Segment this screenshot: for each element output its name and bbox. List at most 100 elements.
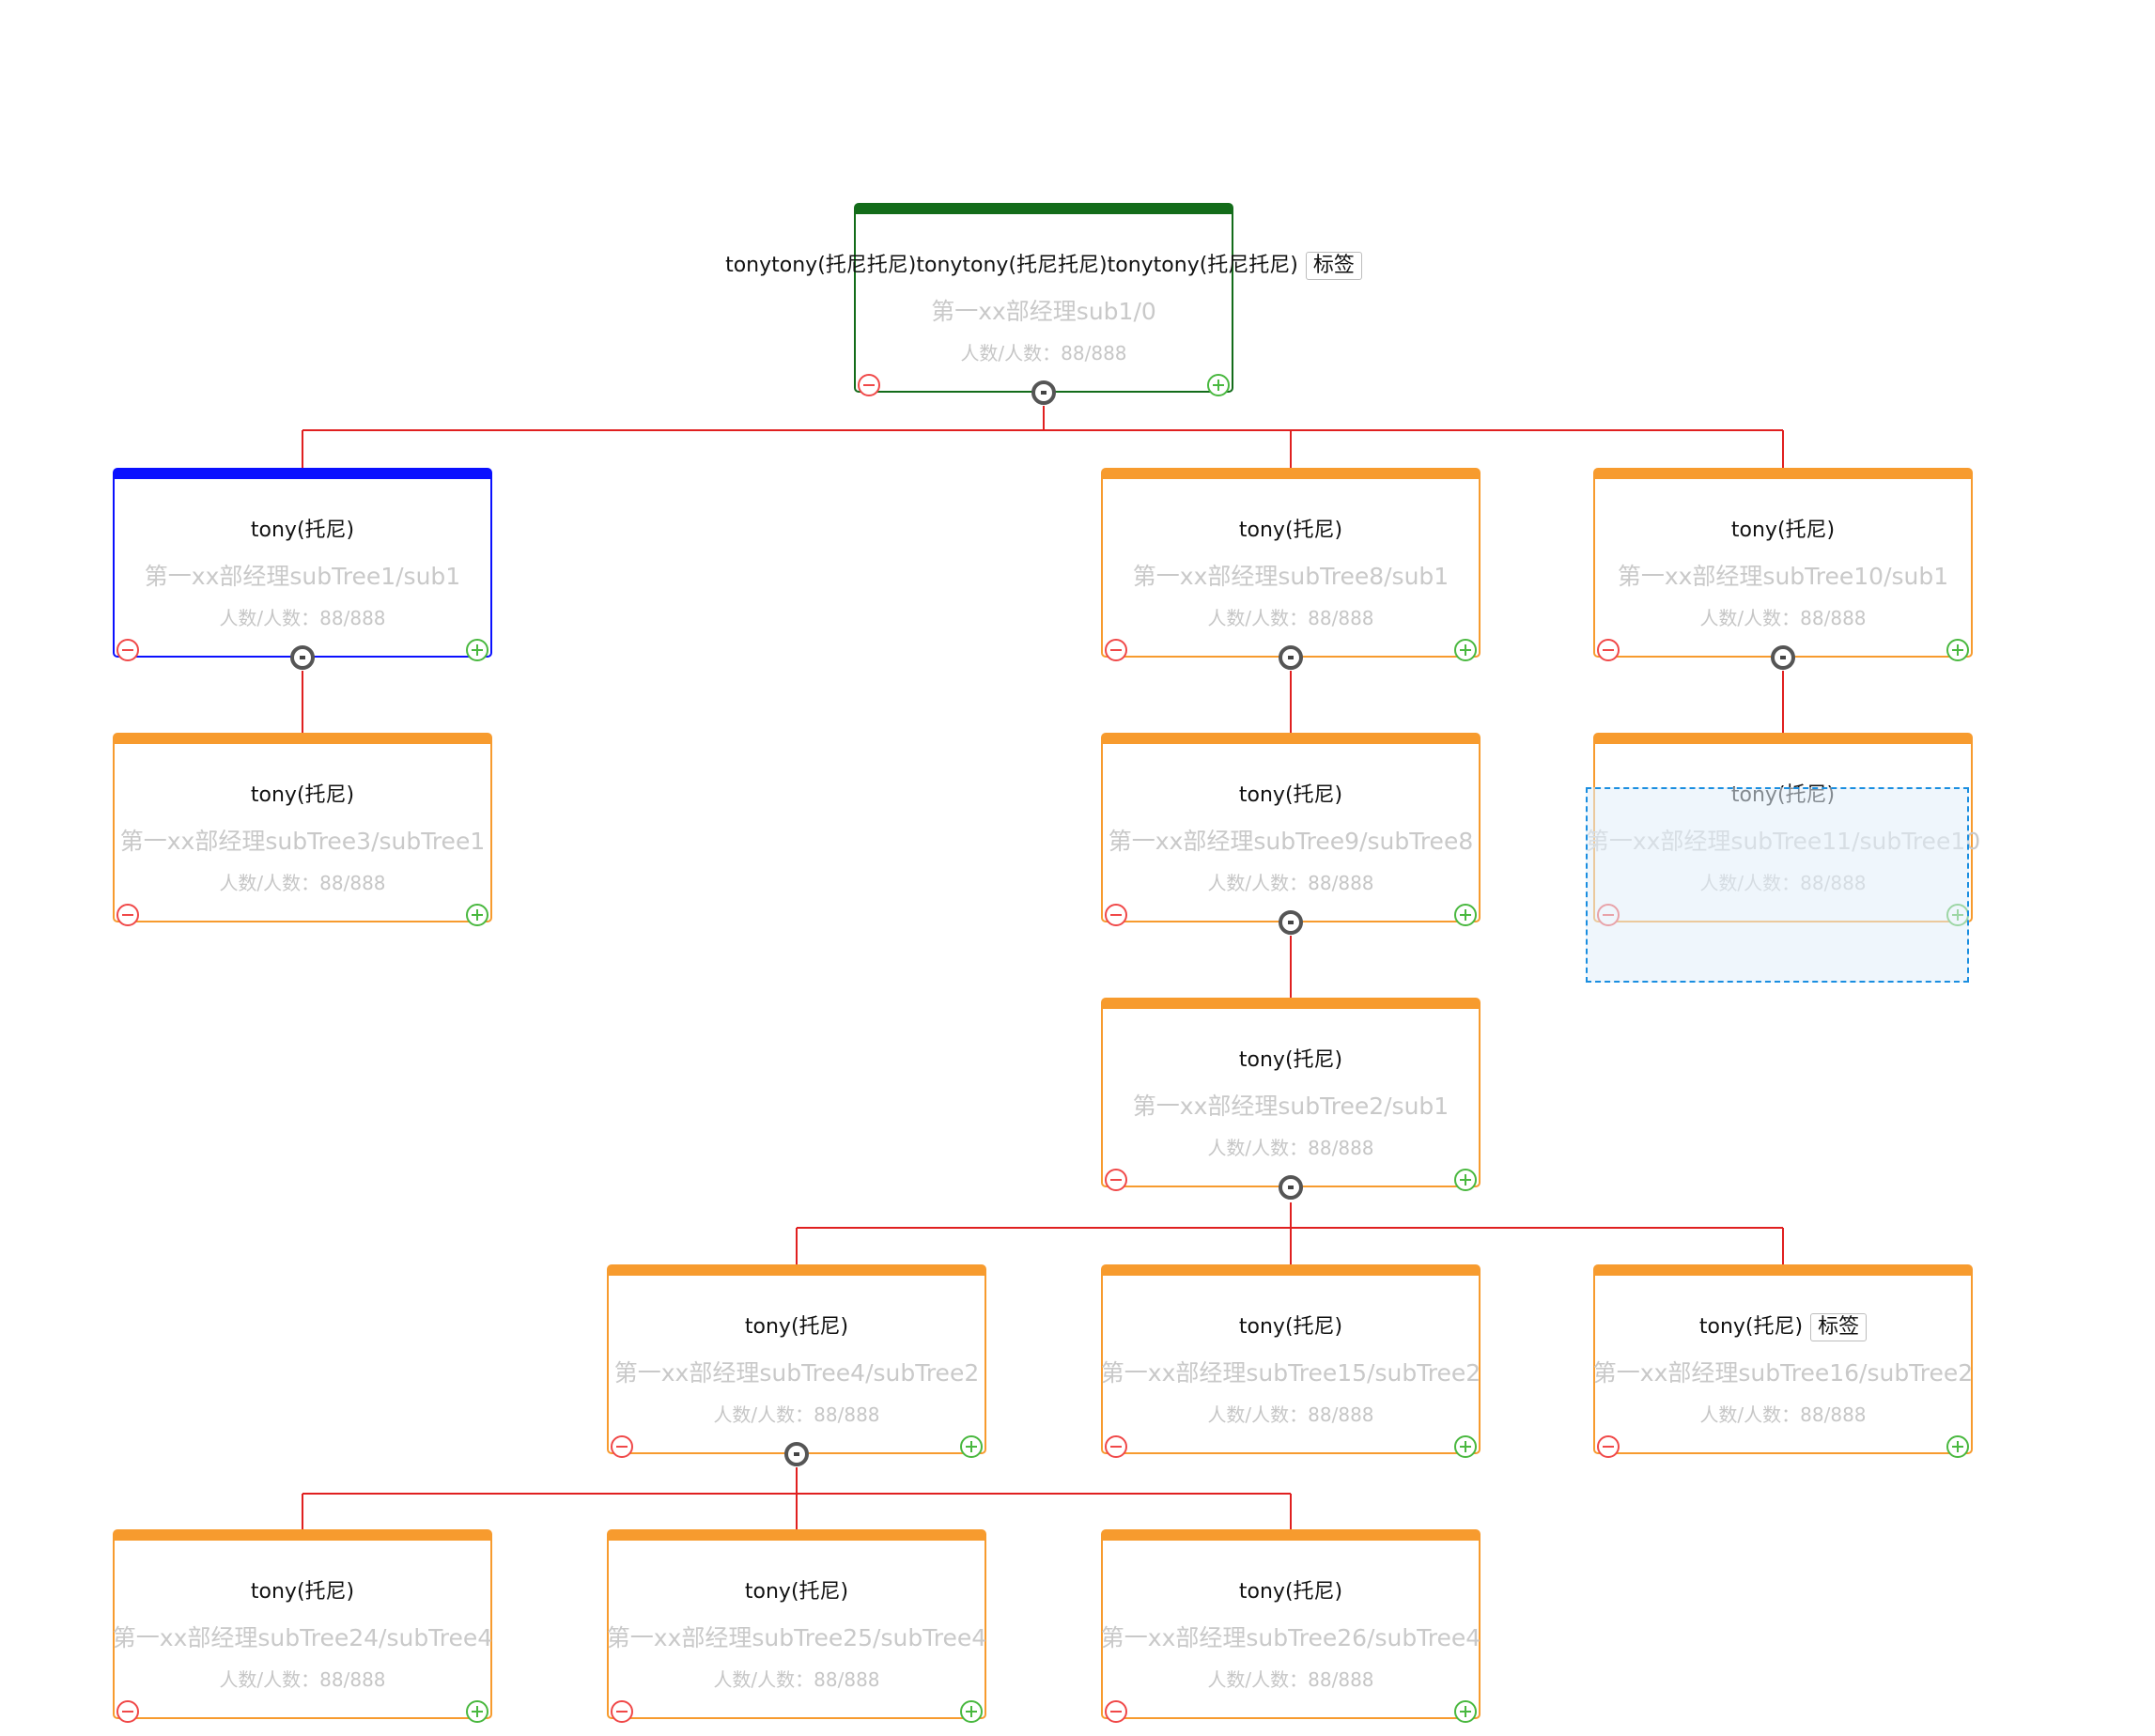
- node-name-row: tony(托尼): [421, 1310, 1172, 1340]
- remove-node-icon[interactable]: [116, 639, 139, 661]
- org-node-subTree4[interactable]: tony(托尼) 第一xx部经理subTree4/subTree2 人数/人数：…: [607, 1264, 986, 1466]
- node-name-row: tony(托尼)标签: [1407, 1310, 2155, 1341]
- node-title: 第一xx部经理subTree16/subTree2: [1592, 1359, 1974, 1387]
- node-name: tony(托尼): [1730, 783, 1836, 807]
- add-node-icon[interactable]: [1207, 374, 1230, 396]
- node-title: 第一xx部经理subTree9/subTree8: [1108, 828, 1474, 855]
- node-name: tony(托尼): [1238, 1580, 1343, 1604]
- node-title: 第一xx部经理subTree3/subTree1: [119, 828, 486, 855]
- node-name: tony(托尼): [1238, 519, 1343, 542]
- org-node-subTree11[interactable]: tony(托尼) 第一xx部经理subTree11/subTree10 人数/人…: [1586, 733, 1980, 926]
- collapse-toggle-icon[interactable]: [290, 645, 315, 670]
- node-title: 第一xx部经理subTree25/subTree4: [606, 1624, 987, 1651]
- node-title: 第一xx部经理subTree8/sub1: [1132, 563, 1450, 590]
- collapse-toggle-icon[interactable]: [1031, 380, 1056, 405]
- node-name: tony(托尼): [744, 1580, 849, 1604]
- add-node-icon[interactable]: [1454, 1435, 1477, 1458]
- node-count: 人数/人数：88/888: [1207, 1403, 1374, 1426]
- org-node-subTree9[interactable]: tony(托尼) 第一xx部经理subTree9/subTree8 人数/人数：…: [1101, 733, 1481, 935]
- node-tag: 标签: [1305, 252, 1362, 280]
- collapse-toggle-icon[interactable]: [784, 1442, 809, 1466]
- node-name: tony(托尼): [1730, 519, 1836, 542]
- node-count: 人数/人数：88/888: [219, 607, 386, 629]
- node-name-row: tony(托尼): [1407, 513, 2155, 543]
- remove-node-icon[interactable]: [116, 904, 139, 926]
- node-name: tony(托尼): [744, 1315, 849, 1339]
- node-count: 人数/人数：88/888: [713, 1403, 880, 1426]
- node-name: tony(托尼): [250, 783, 355, 807]
- add-node-icon[interactable]: [1946, 904, 1969, 926]
- remove-node-icon[interactable]: [858, 374, 880, 396]
- add-node-icon[interactable]: [960, 1435, 983, 1458]
- org-node-subTree24[interactable]: tony(托尼) 第一xx部经理subTree24/subTree4 人数/人数…: [113, 1529, 492, 1723]
- org-node-subTree16[interactable]: tony(托尼)标签 第一xx部经理subTree16/subTree2 人数/…: [1593, 1264, 1973, 1458]
- collapse-toggle-icon[interactable]: [1771, 645, 1795, 670]
- remove-node-icon[interactable]: [1105, 639, 1127, 661]
- node-title: 第一xx部经理subTree2/sub1: [1132, 1093, 1450, 1120]
- node-name-row: tony(托尼): [0, 1574, 678, 1604]
- node-name-row: tony(托尼): [1407, 778, 2155, 808]
- remove-node-icon[interactable]: [1105, 1700, 1127, 1723]
- node-title: 第一xx部经理subTree15/subTree2: [1100, 1359, 1481, 1387]
- remove-node-icon[interactable]: [1105, 1435, 1127, 1458]
- remove-node-icon[interactable]: [611, 1700, 633, 1723]
- add-node-icon[interactable]: [466, 639, 488, 661]
- node-name-row: tony(托尼): [0, 778, 678, 808]
- node-title: 第一xx部经理subTree26/subTree4: [1100, 1624, 1481, 1651]
- node-count: 人数/人数：88/888: [1699, 1403, 1867, 1426]
- org-node-subTree3[interactable]: tony(托尼) 第一xx部经理subTree3/subTree1 人数/人数：…: [113, 733, 492, 926]
- add-node-icon[interactable]: [1454, 1700, 1477, 1723]
- node-count: 人数/人数：88/888: [1699, 872, 1867, 894]
- node-count: 人数/人数：88/888: [713, 1668, 880, 1691]
- node-name: tony(托尼): [250, 1580, 355, 1604]
- org-node-subTree15[interactable]: tony(托尼) 第一xx部经理subTree15/subTree2 人数/人数…: [1101, 1264, 1481, 1458]
- node-tag: 标签: [1810, 1313, 1868, 1341]
- org-node-subTree10[interactable]: tony(托尼) 第一xx部经理subTree10/sub1 人数/人数：88/…: [1593, 468, 1973, 670]
- remove-node-icon[interactable]: [1597, 1435, 1620, 1458]
- remove-node-icon[interactable]: [1105, 1169, 1127, 1191]
- org-node-root[interactable]: tonytony(托尼托尼)tonytony(托尼托尼)tonytony(托尼托…: [725, 203, 1362, 405]
- add-node-icon[interactable]: [1454, 1169, 1477, 1191]
- add-node-icon[interactable]: [960, 1700, 983, 1723]
- node-count: 人数/人数：88/888: [219, 872, 386, 894]
- org-node-subTree8[interactable]: tony(托尼) 第一xx部经理subTree8/sub1 人数/人数：88/8…: [1101, 468, 1481, 670]
- remove-node-icon[interactable]: [1597, 639, 1620, 661]
- node-name-row: tony(托尼): [915, 513, 1667, 543]
- add-node-icon[interactable]: [466, 1700, 488, 1723]
- node-title: 第一xx部经理subTree11/subTree10: [1585, 828, 1981, 855]
- org-node-subTree2[interactable]: tony(托尼) 第一xx部经理subTree2/sub1 人数/人数：88/8…: [1101, 998, 1481, 1200]
- node-count: 人数/人数：88/888: [1699, 607, 1867, 629]
- node-count: 人数/人数：88/888: [960, 342, 1127, 364]
- collapse-toggle-icon[interactable]: [1279, 1175, 1303, 1200]
- node-count: 人数/人数：88/888: [1207, 1137, 1374, 1159]
- node-name: tony(托尼): [1238, 783, 1343, 807]
- node-title: 第一xx部经理sub1/0: [931, 298, 1156, 325]
- node-title: 第一xx部经理subTree10/sub1: [1617, 563, 1949, 590]
- node-name-row: tony(托尼): [421, 1574, 1172, 1604]
- node-name: tony(托尼): [250, 519, 355, 542]
- remove-node-icon[interactable]: [1597, 904, 1620, 926]
- node-title: 第一xx部经理subTree1/sub1: [144, 563, 461, 590]
- add-node-icon[interactable]: [466, 904, 488, 926]
- node-title: 第一xx部经理subTree24/subTree4: [112, 1624, 493, 1651]
- org-node-subTree26[interactable]: tony(托尼) 第一xx部经理subTree26/subTree4 人数/人数…: [1101, 1529, 1481, 1723]
- node-count: 人数/人数：88/888: [1207, 607, 1374, 629]
- add-node-icon[interactable]: [1454, 639, 1477, 661]
- collapse-toggle-icon[interactable]: [1279, 645, 1303, 670]
- connector-root-children: [302, 406, 1784, 475]
- node-name-row: tony(托尼): [915, 778, 1667, 808]
- org-node-subTree1[interactable]: tony(托尼) 第一xx部经理subTree1/sub1 人数/人数：88/8…: [113, 468, 492, 670]
- node-count: 人数/人数：88/888: [1207, 1668, 1374, 1691]
- collapse-toggle-icon[interactable]: [1279, 910, 1303, 935]
- node-name: tonytony(托尼托尼)tonytony(托尼托尼)tonytony(托尼托…: [725, 254, 1298, 277]
- remove-node-icon[interactable]: [611, 1435, 633, 1458]
- node-title: 第一xx部经理subTree4/subTree2: [613, 1359, 980, 1387]
- node-name: tony(托尼): [1238, 1315, 1343, 1339]
- remove-node-icon[interactable]: [116, 1700, 139, 1723]
- remove-node-icon[interactable]: [1105, 904, 1127, 926]
- org-node-subTree25[interactable]: tony(托尼) 第一xx部经理subTree25/subTree4 人数/人数…: [607, 1529, 986, 1723]
- node-name-row: tony(托尼): [915, 1310, 1667, 1340]
- add-node-icon[interactable]: [1946, 1435, 1969, 1458]
- add-node-icon[interactable]: [1946, 639, 1969, 661]
- add-node-icon[interactable]: [1454, 904, 1477, 926]
